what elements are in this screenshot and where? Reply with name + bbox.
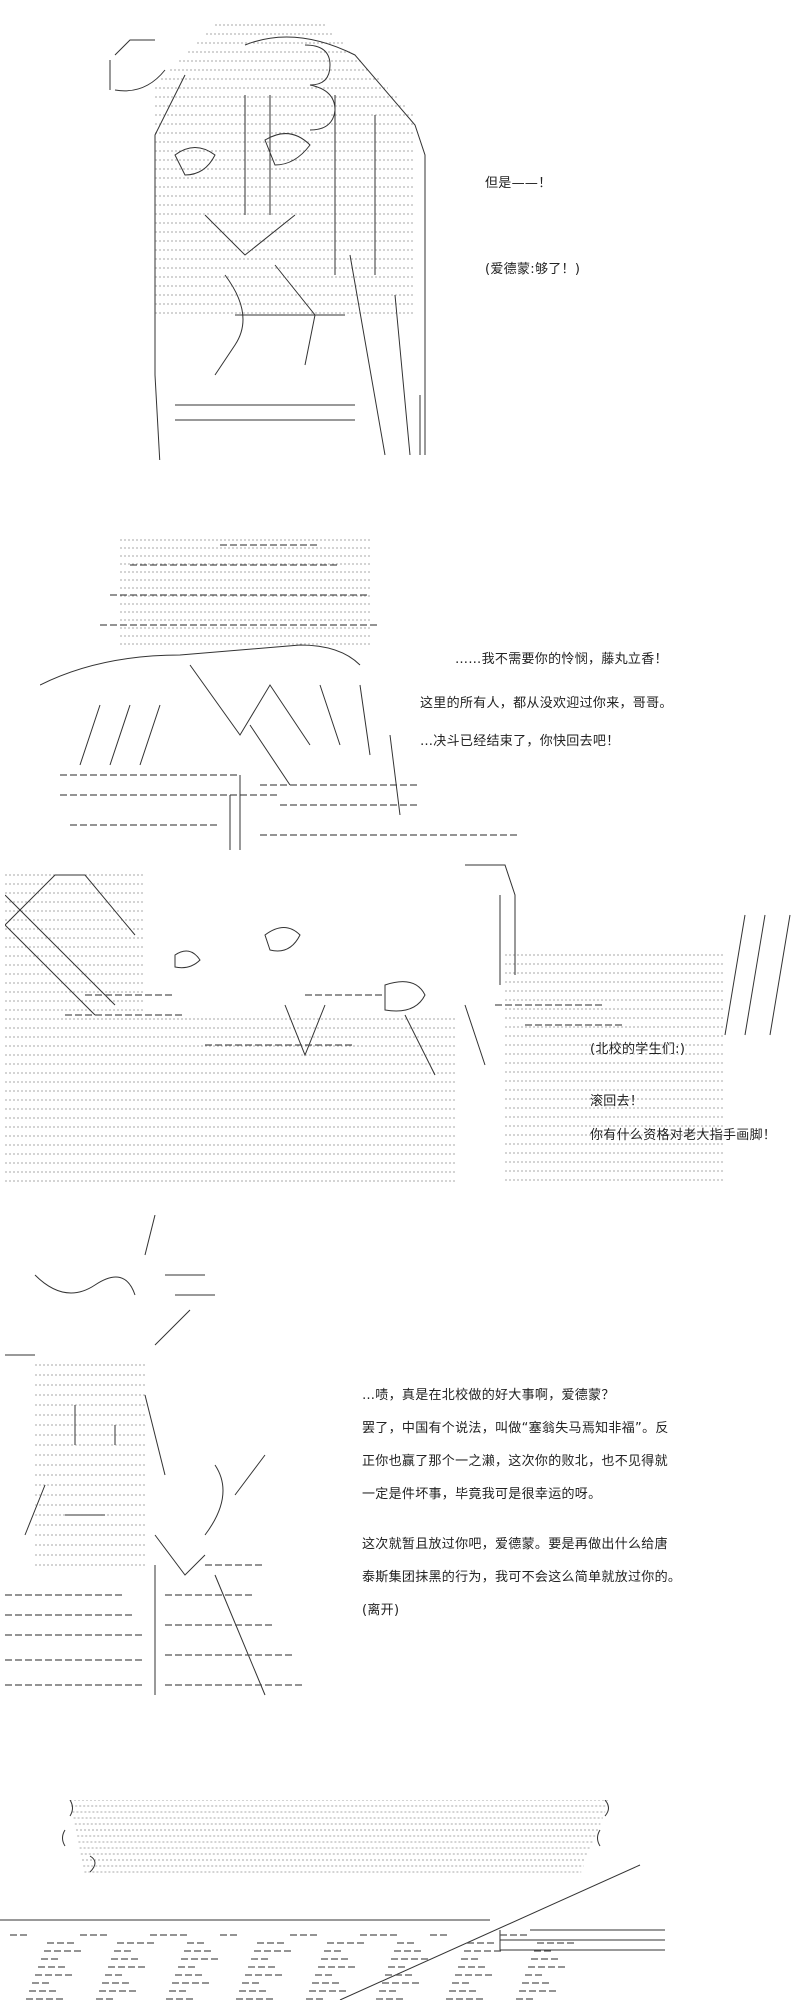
stage-direction: (离开) [362, 1603, 400, 1618]
dialogue-line: 泰斯集团抹黑的行为，我可不会这么简单就放过你的。 [362, 1570, 682, 1585]
dialogue-line: 罢了，中国有个说法，叫做“塞翁失马焉知非福”。反 [362, 1421, 669, 1436]
dialogue-line: 但是——！ [485, 176, 552, 191]
dialogue-line: 这次就暂且放过你吧，爱德蒙。要是再做出什么给唐 [362, 1537, 668, 1552]
dialogue-line: 滚回去！ [590, 1094, 644, 1109]
ascii-art-crowd-scene [5, 855, 800, 1215]
ascii-art-character-figure [95, 15, 430, 460]
ascii-art-leaving-figure [5, 1215, 345, 1705]
dialogue-line: …啧，真是在北校做的好大事啊，爱德蒙？ [362, 1388, 615, 1403]
dialogue-line: 这里的所有人，都从没欢迎过你来，哥哥。 [420, 696, 673, 711]
ascii-art-drawing [0, 1800, 665, 2000]
dialogue-line: 正你也赢了那个一之濑，这次你的败北，也不见得就 [362, 1454, 668, 1469]
ascii-art-hat-figure [40, 535, 525, 855]
ascii-art-landscape [0, 1800, 700, 2000]
dialogue-line: 一定是件坏事，毕竟我可是很幸运的呀。 [362, 1487, 602, 1502]
dialogue-line: 你有什么资格对老大指手画脚！ [590, 1128, 777, 1143]
dialogue-line: (爱德蒙:够了！) [485, 262, 581, 277]
ascii-art-drawing [5, 864, 791, 1182]
ascii-art-drawing [5, 1215, 305, 1696]
ascii-art-drawing [109, 24, 426, 460]
speaker-label: (北校的学生们:) [590, 1042, 686, 1057]
ascii-art-drawing [40, 539, 520, 850]
dialogue-line: …决斗已经结束了，你快回去吧！ [420, 734, 620, 749]
dialogue-line: ……我不需要你的怜悯，藤丸立香！ [455, 652, 668, 667]
